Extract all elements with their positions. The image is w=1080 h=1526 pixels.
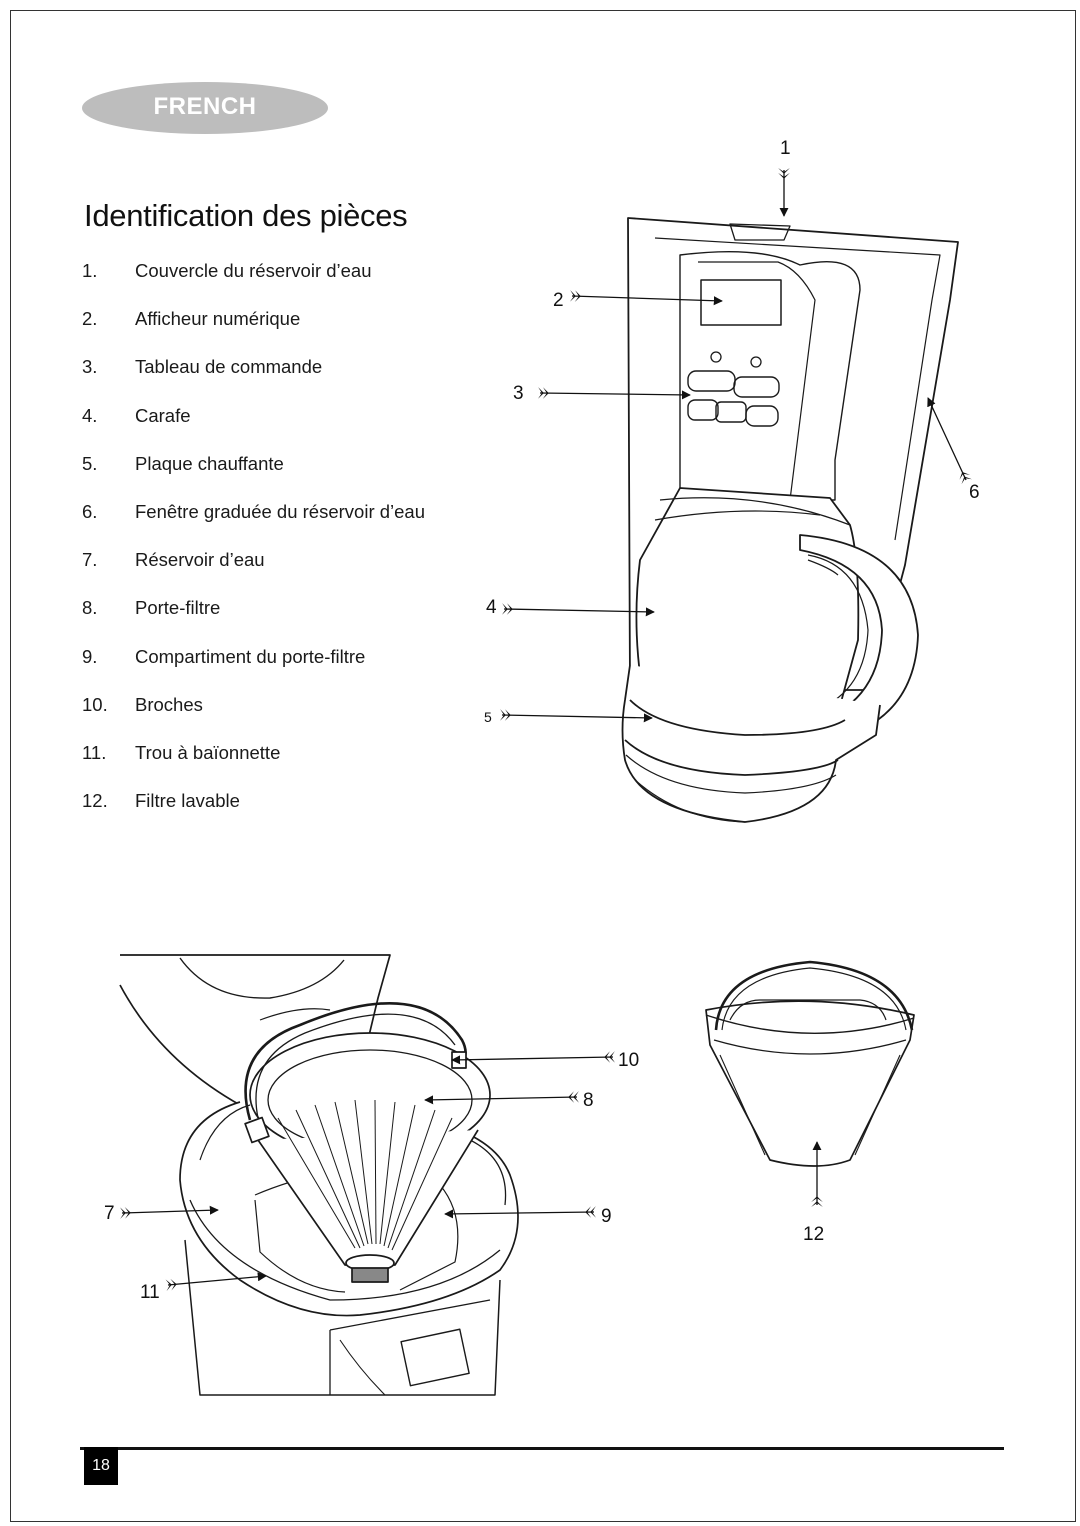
- part-label: Filtre lavable: [135, 790, 240, 812]
- washable-filter-drawing: [705, 960, 915, 1167]
- part-label: Compartiment du porte-filtre: [135, 645, 366, 667]
- callout-5: 5: [484, 709, 492, 725]
- part-number: 1.: [82, 260, 98, 281]
- page-number: 18: [84, 1447, 118, 1485]
- footer-rule: [80, 1447, 1004, 1450]
- part-label: Tableau de commande: [135, 356, 323, 378]
- part-label: Carafe: [135, 404, 191, 426]
- callout-4: 4: [486, 597, 497, 618]
- language-tab: FRENCH: [82, 82, 328, 134]
- part-number: 7.: [82, 549, 98, 571]
- part-number: 2.: [82, 308, 98, 330]
- part-label: Plaque chauffante: [135, 452, 284, 474]
- callout-8: 8: [583, 1090, 594, 1111]
- coffee-maker-drawing: [621, 217, 959, 823]
- part-label: Couvercle du réservoir d’eau: [135, 260, 372, 281]
- part-label: Afficheur numérique: [135, 308, 301, 330]
- part-number: 12.: [82, 790, 108, 812]
- part-label: Broches: [135, 693, 203, 715]
- page-border: [10, 10, 1076, 1522]
- page-title: Identification des pièces: [84, 198, 408, 233]
- part-number: 11.: [82, 741, 107, 763]
- callout-1: 1: [780, 138, 791, 159]
- callout-numbers: 1 2 3 4 5 6 7 8 9 10 11 12: [104, 138, 980, 1303]
- language-tab-label: FRENCH: [153, 93, 257, 120]
- callout-arrows: [119, 168, 973, 1292]
- part-label: Fenêtre graduée du réservoir d’eau: [135, 500, 426, 522]
- callout-3: 3: [513, 383, 524, 404]
- callout-12: 12: [803, 1224, 824, 1245]
- filter-holder-drawing: [119, 954, 519, 1396]
- callout-2: 2: [553, 290, 564, 311]
- part-number: 10.: [82, 693, 108, 715]
- callout-7: 7: [104, 1203, 115, 1224]
- part-number: 6.: [82, 500, 98, 522]
- part-number: 4.: [82, 404, 98, 426]
- callout-9: 9: [601, 1206, 612, 1227]
- part-label: Trou à baïonnette: [135, 741, 281, 763]
- part-number: 5.: [82, 452, 98, 474]
- part-number: 8.: [82, 597, 98, 619]
- part-label: Porte-filtre: [135, 597, 221, 619]
- callout-6: 6: [969, 482, 980, 503]
- part-number: 9.: [82, 645, 98, 667]
- callout-10: 10: [618, 1050, 639, 1071]
- callout-11: 11: [140, 1282, 160, 1303]
- part-number: 3.: [82, 356, 98, 378]
- part-label: Réservoir d’eau: [135, 549, 265, 571]
